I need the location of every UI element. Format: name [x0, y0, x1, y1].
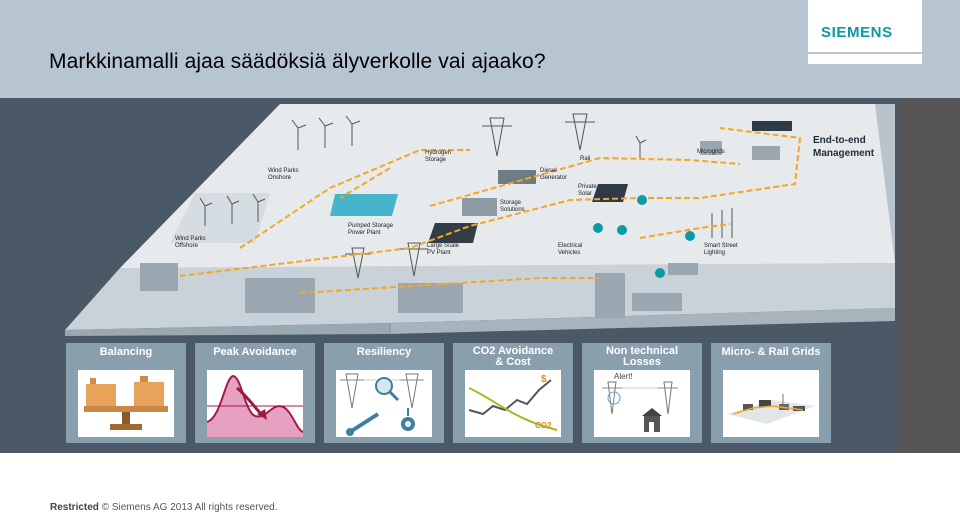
card-micro-rail-grids: Micro- & Rail Grids — [711, 343, 831, 443]
label-rail: Rail — [580, 156, 590, 162]
alert-house-icon: Alert! — [602, 372, 678, 432]
card-title: Resiliency — [356, 346, 412, 358]
microgrid-icon — [727, 394, 815, 424]
card-non-technical-losses: Non technical Losses Alert! — [582, 343, 702, 443]
peak-avoidance-illustration — [206, 370, 304, 437]
logo-text: SIEMENS — [821, 24, 893, 41]
siemens-logo: SIEMENS — [808, 0, 922, 64]
label-microgrids: Microgrids — [697, 149, 725, 155]
card-title: Micro- & Rail Grids — [721, 346, 821, 358]
logo-divider — [808, 52, 922, 54]
microgrid-illustration — [723, 370, 819, 437]
copyright-text: © Siemens AG 2013 All rights reserved. — [101, 502, 278, 513]
dollar-label: $ — [541, 374, 547, 385]
card-title: CO2 Avoidance & Cost — [472, 345, 554, 368]
card-co2-avoidance: CO2 Avoidance & Cost $ CO2 — [453, 343, 573, 443]
card-title: Balancing — [99, 346, 153, 358]
peak-curve-icon — [206, 374, 304, 437]
alert-label: Alert! — [614, 372, 633, 381]
tower-wrench-icon — [340, 373, 424, 436]
card-title: Peak Avoidance — [213, 346, 297, 358]
header-bar — [0, 0, 960, 98]
card-title: Non technical Losses — [605, 345, 679, 368]
card-resiliency: Resiliency — [324, 343, 444, 443]
cost-co2-chart-icon: $ CO2 — [468, 374, 558, 431]
card-peak-avoidance: Peak Avoidance — [195, 343, 315, 443]
resiliency-illustration — [336, 370, 432, 437]
balancing-illustration — [78, 370, 174, 437]
co2-illustration: $ CO2 — [465, 370, 561, 437]
footer-copyright: Restricted © Siemens AG 2013 All rights … — [50, 502, 277, 513]
page-title: Markkinamalli ajaa säädöksiä älyverkolle… — [49, 50, 546, 73]
losses-illustration: Alert! — [594, 370, 690, 437]
card-balancing: Balancing — [66, 343, 186, 443]
restricted-label: Restricted — [50, 502, 99, 513]
co2-label: CO2 — [535, 421, 552, 430]
scale-icon — [84, 376, 168, 430]
